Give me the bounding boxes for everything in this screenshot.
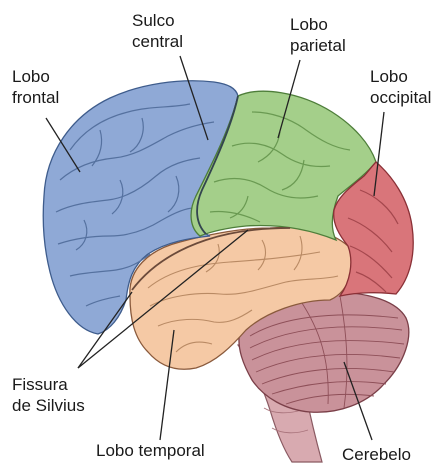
label-lobo-frontal-line2: frontal [12, 87, 59, 108]
label-lobo-occipital-line2: occipital [370, 87, 431, 108]
label-lobo-frontal-line1: Lobo [12, 66, 59, 87]
label-lobo-frontal: Lobo frontal [12, 66, 59, 108]
label-lobo-occipital: Lobo occipital [370, 66, 431, 108]
label-sulco-central-line1: Sulco [132, 10, 183, 31]
label-sulco-central-line2: central [132, 31, 183, 52]
label-lobo-parietal: Lobo parietal [290, 14, 346, 56]
label-lobo-parietal-line1: Lobo [290, 14, 346, 35]
label-sulco-central: Sulco central [132, 10, 183, 52]
label-lobo-temporal: Lobo temporal [96, 440, 205, 461]
label-lobo-occipital-line1: Lobo [370, 66, 431, 87]
label-lobo-parietal-line2: parietal [290, 35, 346, 56]
label-cerebelo: Cerebelo [342, 444, 411, 465]
label-fissura-line1: Fissura [12, 374, 85, 395]
label-fissura-line2: de Silvius [12, 395, 85, 416]
label-fissura-de-silvius: Fissura de Silvius [12, 374, 85, 416]
